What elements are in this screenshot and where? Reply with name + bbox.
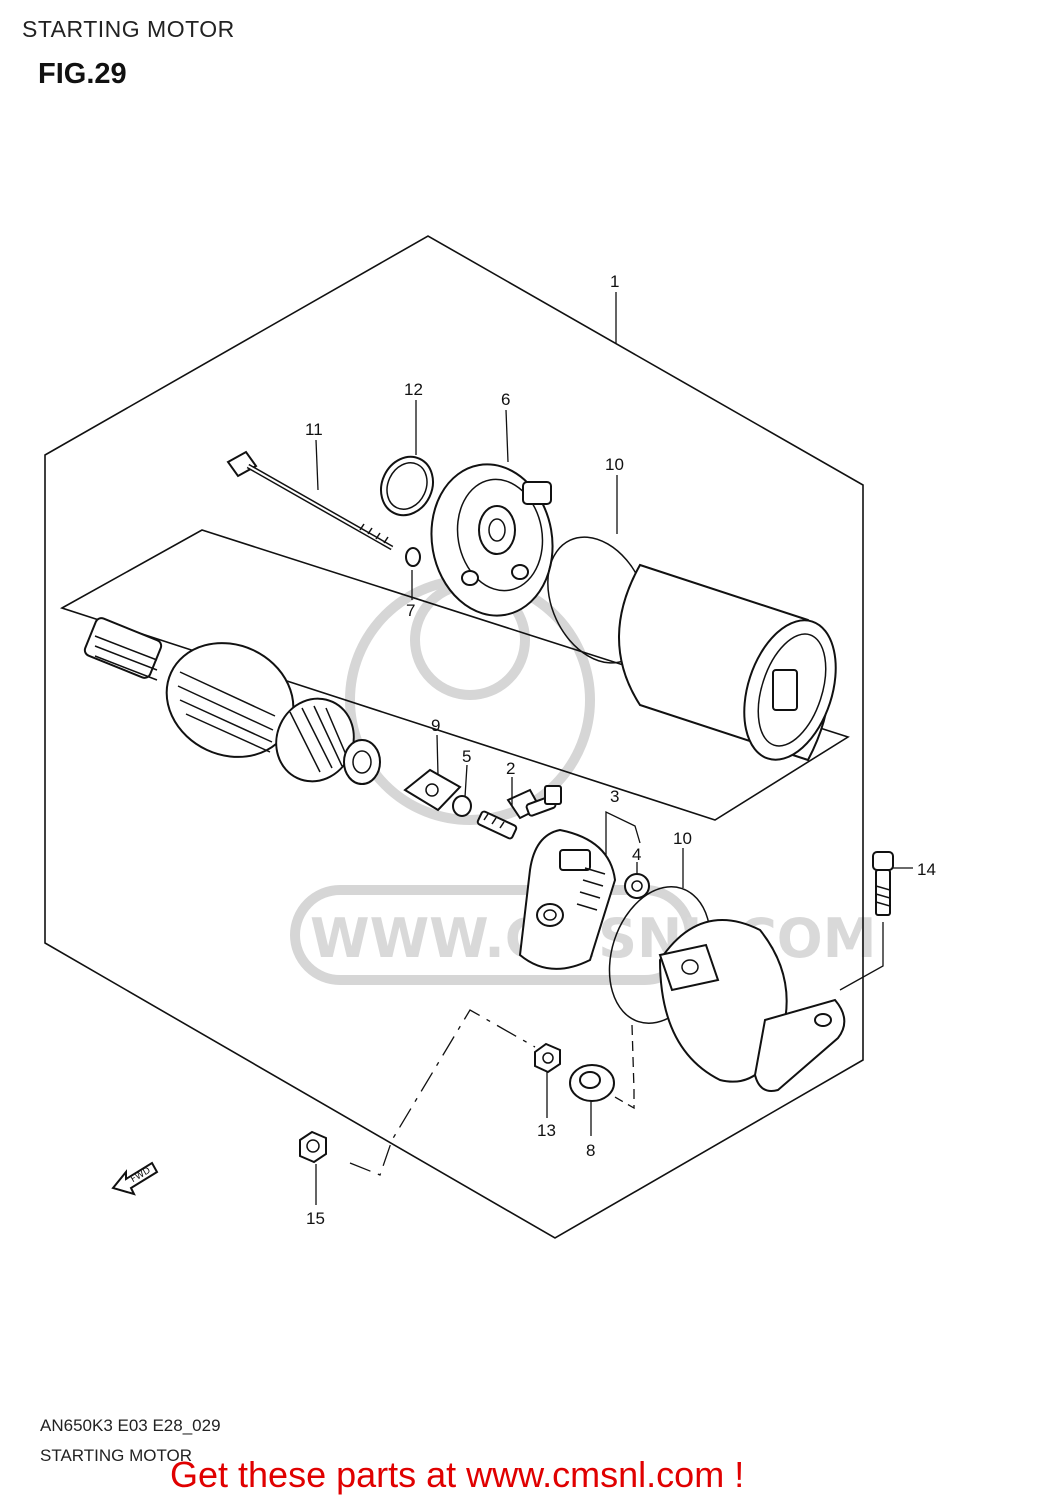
leader-lines [315, 292, 913, 1205]
callout-1: 1 [610, 272, 619, 291]
motor-yoke [618, 563, 837, 762]
assembly-frame [44, 235, 864, 1239]
callout-15: 15 [306, 1209, 325, 1228]
page-header: STARTING MOTOR [22, 16, 235, 42]
callout-10-upper: 10 [605, 455, 624, 474]
callout-6: 6 [501, 390, 510, 409]
callouts: 1 12 6 10 11 7 9 5 2 3 4 10 14 13 8 15 [305, 272, 936, 1228]
callout-9: 9 [431, 716, 440, 735]
callout-8: 8 [586, 1141, 595, 1160]
figure-code: AN650K3 E03 E28_029 [40, 1416, 221, 1435]
part-12-o-ring [380, 455, 434, 517]
callout-7: 7 [406, 601, 415, 620]
callout-2: 2 [506, 759, 515, 778]
callout-12: 12 [404, 380, 423, 399]
fwd-arrow: FWD [111, 1161, 159, 1196]
part-4-bushing [624, 873, 650, 899]
part-3-brush-holder [518, 828, 617, 970]
part-15-nut [299, 1130, 327, 1164]
part-2-terminal [476, 785, 562, 840]
figure-caption: STARTING MOTOR [40, 1446, 193, 1465]
front-housing [658, 919, 846, 1092]
parts-link-banner[interactable]: Get these parts at www.cmsnl.com ! [170, 1454, 745, 1495]
armature [83, 617, 381, 785]
part-9-plate [403, 768, 462, 812]
part-8-washer-nut [569, 1064, 615, 1102]
part-11-bolt [226, 450, 394, 551]
figure-title: FIG.29 [38, 58, 127, 90]
part-7-small-o-ring [405, 547, 421, 567]
callout-5: 5 [462, 747, 471, 766]
callout-13: 13 [537, 1121, 556, 1140]
callout-4: 4 [632, 845, 641, 864]
part-14-bolt [872, 851, 894, 916]
callout-10-lower: 10 [673, 829, 692, 848]
part-6-end-cover [430, 463, 554, 617]
callout-11: 11 [305, 420, 323, 439]
callout-3: 3 [610, 787, 619, 806]
part-5-small-o-ring [452, 795, 472, 817]
callout-14: 14 [917, 860, 936, 879]
part-13-nut [534, 1042, 561, 1074]
